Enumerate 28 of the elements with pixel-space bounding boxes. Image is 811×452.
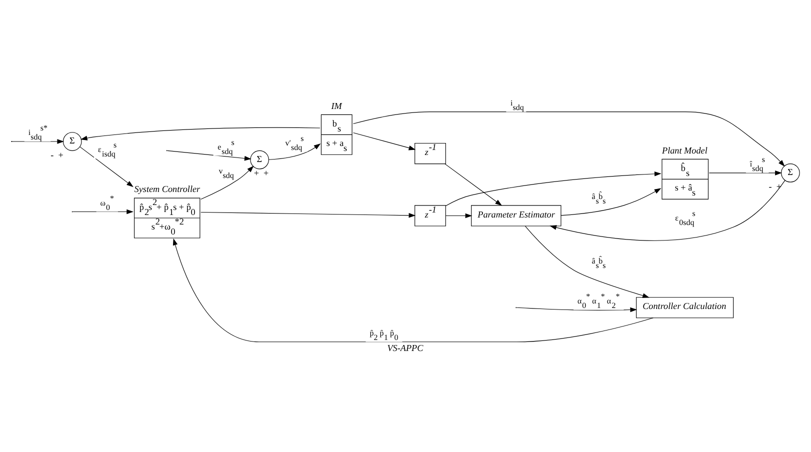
arrow — [446, 213, 472, 218]
arrow — [516, 307, 638, 312]
arrow — [444, 164, 502, 206]
arrow — [268, 143, 321, 160]
arrow — [72, 209, 134, 214]
arrow — [353, 132, 416, 150]
arrow — [80, 127, 320, 140]
arrow — [524, 226, 650, 298]
arrow — [200, 212, 416, 218]
arrow — [708, 170, 782, 176]
node-circle: Σ — [781, 164, 800, 182]
node-circle: Σ — [250, 150, 269, 170]
node-label: System Controller — [134, 184, 200, 194]
arrow — [167, 150, 252, 161]
node-label: + + — [254, 168, 269, 178]
node-label: - + — [50, 150, 64, 160]
node-box: Controller Calculation — [636, 297, 734, 318]
arrow — [80, 146, 134, 188]
node-box: Parameter Estimator — [471, 205, 562, 226]
node-label: Plant Model — [662, 145, 708, 156]
node-circle: Σ — [62, 132, 82, 151]
node-label: - + — [768, 181, 782, 192]
arrow — [12, 139, 64, 144]
caption: VS-APPC — [387, 342, 424, 353]
arrow — [550, 180, 786, 241]
arrow — [352, 112, 785, 167]
arrow — [200, 166, 254, 200]
node-label: IM — [331, 100, 342, 111]
